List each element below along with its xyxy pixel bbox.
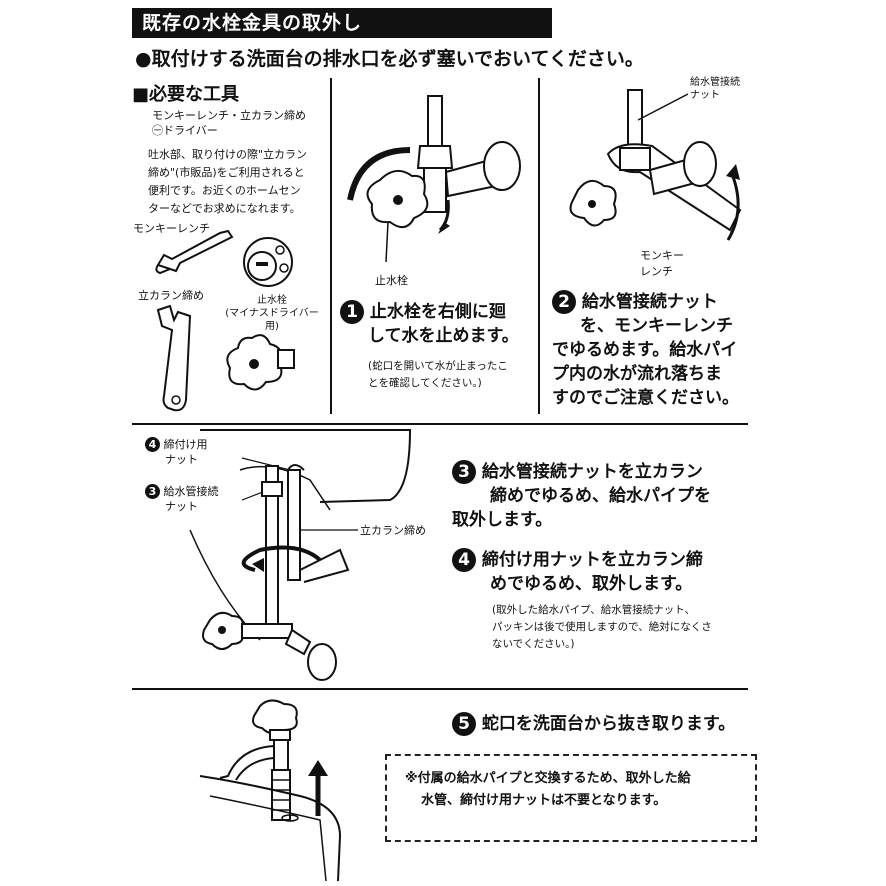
step4-text-line: 締付け用ナットを立カラン締 (482, 550, 703, 570)
stand-faucet-wrench-icon (148, 300, 208, 415)
stopvalve-label: 止水栓 (マイナスドライバー用) (222, 294, 322, 333)
step2-wrench-label-line: モンキー (640, 248, 684, 264)
drain-notice: ●取付けする洗面台の排水口を必ず塞いでおいてください。 (135, 44, 644, 71)
step1-text-line: して水を止めます。 (340, 324, 519, 348)
step4-note-line: パッキンは後で使用しますので、絶対になくさ (492, 619, 712, 636)
column-divider (330, 78, 332, 414)
step4-note-line: ないでください。) (492, 636, 712, 653)
tools-note-line: 便利です。お近くのホームセン (148, 182, 328, 200)
step2-wrench-label-line: レンチ (640, 264, 684, 280)
under-sink-diagram (180, 430, 420, 680)
step5-box-line: 水管、締付け用ナットは不要となります。 (405, 790, 745, 812)
step1-diagram-label: 止水栓 (375, 272, 408, 288)
step3-number: 3 (452, 460, 476, 484)
step2-text-line: プ内の水が流れ落ちま (552, 362, 739, 386)
step4-text-line: めでゆるめ、取外します。 (452, 572, 703, 596)
step1-line: 1 止水栓を右側に廻 (340, 300, 519, 324)
step5-number: 5 (452, 712, 476, 736)
step4-text: 4 締付け用ナットを立カラン締 めでゆるめ、取外します。 (452, 548, 703, 596)
step1-text: 1 止水栓を右側に廻 して水を止めます。 (340, 300, 519, 348)
tools-note-line: 吐水部、取り付けの際"立カラン (148, 146, 328, 164)
column-divider (538, 78, 540, 414)
step3-text-line: 締めでゆるめ、給水パイプを (452, 484, 711, 508)
step5-text: 5 蛇口を洗面台から抜き取ります。 (452, 712, 735, 736)
step4-line: 4 締付け用ナットを立カラン締 (452, 548, 703, 572)
section-divider (132, 423, 748, 425)
step2-line: 2 給水管接続ナット (552, 290, 739, 314)
step4-number: 4 (452, 548, 476, 572)
step5-notice-box: ※付属の給水パイプと交換するため、取外した給 水管、締付け用ナットは不要となりま… (385, 754, 757, 842)
step2-nut-label-line: 給水管接続 (690, 76, 740, 89)
step1-valve-diagram (340, 90, 530, 270)
tools-note-line: 締め"(市販品)をご利用されると (148, 164, 328, 182)
step3-line: 3 給水管接続ナットを立カラン (452, 460, 711, 484)
step2-wrench-label: モンキー レンチ (640, 248, 684, 280)
step2-text-line: 給水管接続ナット (582, 292, 718, 312)
step5-faucet-diagram (200, 696, 350, 881)
valve-handle-icon (222, 330, 302, 400)
step5-text-line: 蛇口を洗面台から抜き取ります。 (482, 714, 735, 734)
step2-text-line: でゆるめます。給水パイ (552, 338, 739, 362)
step2-number: 2 (552, 290, 576, 314)
stopvalve-label-line: 止水栓 (222, 294, 322, 307)
step1-note-line: とを確認してください。) (368, 375, 508, 392)
monkey-wrench-icon (150, 225, 240, 275)
step1-number: 1 (340, 300, 364, 324)
page-title: 既存の水栓金具の取外し (132, 8, 552, 38)
section-divider (132, 688, 748, 690)
tools-list-line: モンキーレンチ・立カラン締め (152, 108, 306, 123)
step1-note: (蛇口を開いて水が止まったこ とを確認してください。) (368, 358, 508, 392)
step3-text-line: 取外します。 (452, 508, 711, 532)
stopvalve-cap-icon (240, 232, 300, 292)
step5-box-line: ※付属の給水パイプと交換するため、取外した給 (405, 768, 745, 790)
step4-note: (取外した給水パイプ、給水管接続ナット、 パッキンは後で使用しますので、絶対にな… (492, 602, 712, 653)
step2-text-line: を、モンキーレンチ (552, 314, 739, 338)
step3-text: 3 給水管接続ナットを立カラン 締めでゆるめ、給水パイプを 取外します。 (452, 460, 711, 532)
step2-text: 2 給水管接続ナット を、モンキーレンチ でゆるめます。給水パイ プ内の水が流れ… (552, 290, 739, 410)
tools-heading: ■必要な工具 (132, 80, 239, 106)
step2-wrench-diagram (560, 90, 760, 260)
nut4-number: 4 (145, 437, 160, 452)
nut3-number: 3 (145, 484, 160, 499)
step2-text-line: すのでご注意ください。 (552, 386, 739, 410)
tools-list-line: ㊀ドライバー (152, 123, 306, 138)
step3-text-line: 給水管接続ナットを立カラン (482, 462, 703, 482)
step4-note-line: (取外した給水パイプ、給水管接続ナット、 (492, 602, 712, 619)
tools-list: モンキーレンチ・立カラン締め ㊀ドライバー (152, 108, 306, 138)
step1-text-line: 止水栓を右側に廻 (370, 302, 506, 322)
step1-note-line: (蛇口を開いて水が止まったこ (368, 358, 508, 375)
tools-note: 吐水部、取り付けの際"立カラン 締め"(市販品)をご利用されると 便利です。お近… (148, 146, 328, 218)
tools-note-line: ターなどでお求めになれます。 (148, 200, 328, 218)
